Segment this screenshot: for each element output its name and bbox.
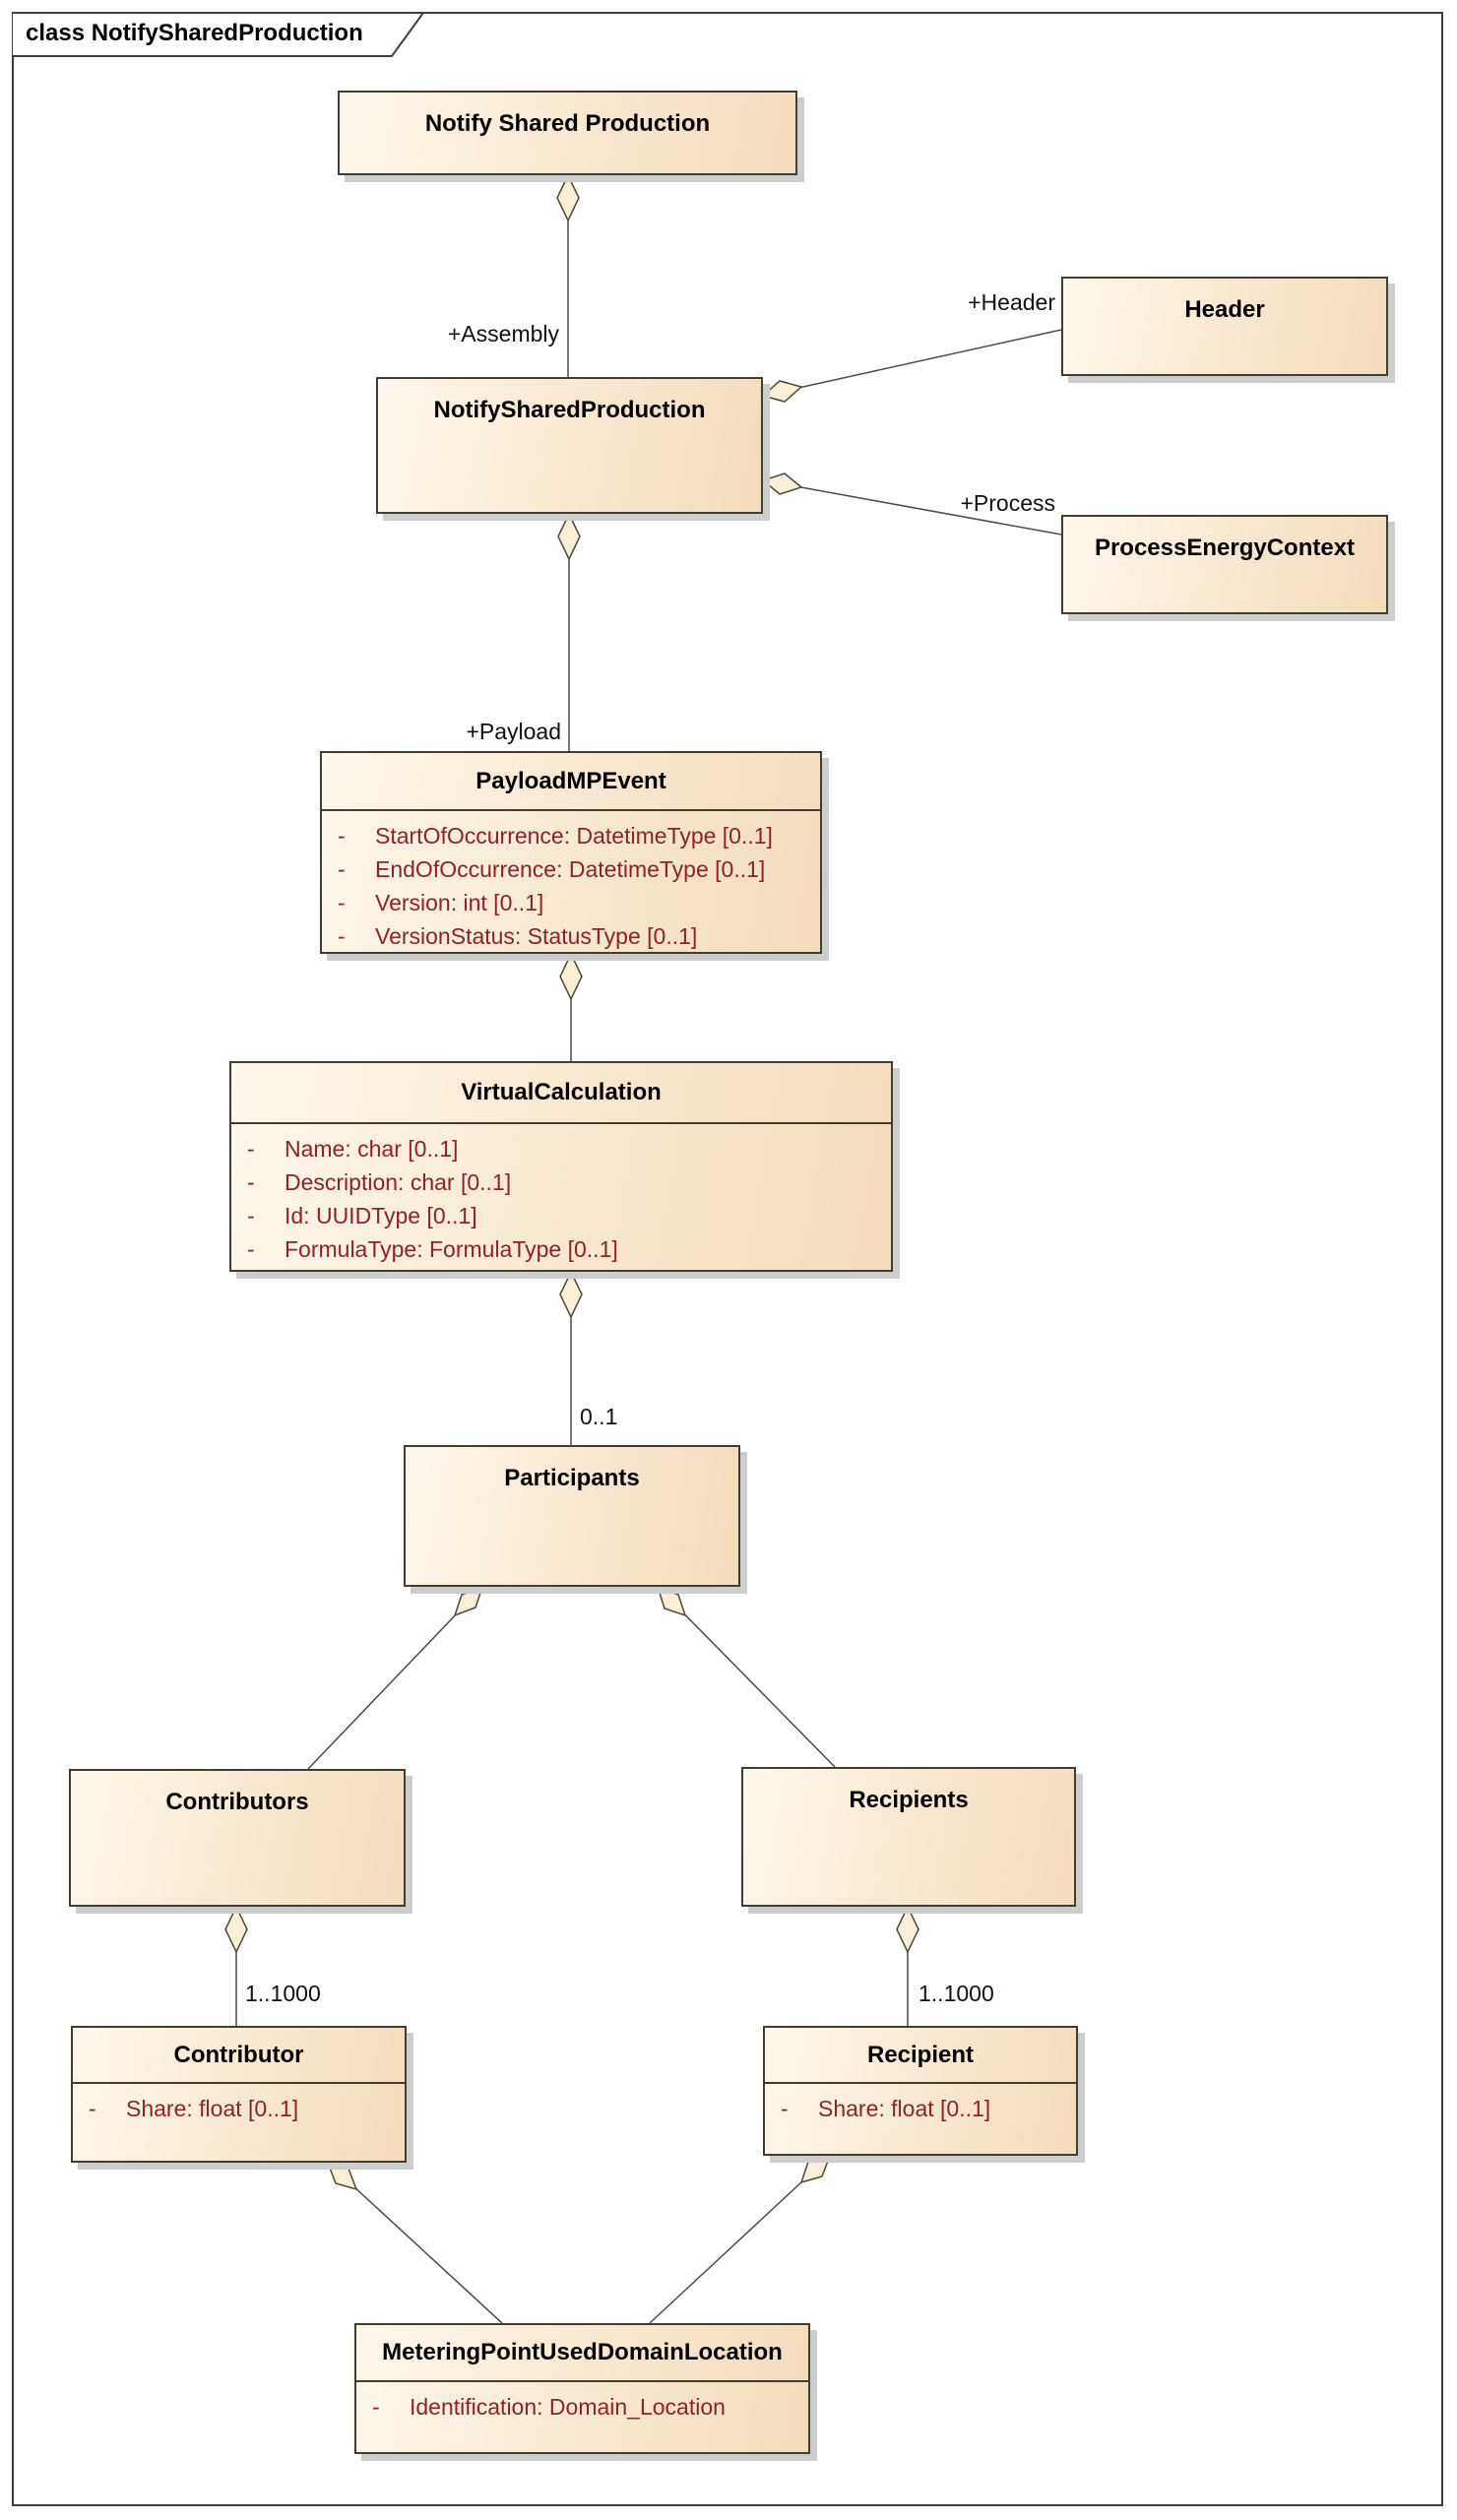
aggregation-line-recipient-location <box>649 2155 831 2324</box>
class-box-process-energy-context: ProcessEnergyContext <box>1061 515 1388 614</box>
attribute-text: Version: int [0..1] <box>375 890 544 915</box>
aggregation-diamond-recipient <box>896 1905 919 1954</box>
aggregation-diamond-recipients <box>656 1585 687 1617</box>
visibility-marker: - <box>247 1136 255 1162</box>
aggregation-diamond-contributor-location <box>326 2161 358 2191</box>
class-name: Recipients <box>849 1787 969 1813</box>
class-box-recipient: Recipient - Share: float [0..1] <box>763 2026 1078 2156</box>
aggregation-diamond-payload <box>557 512 581 561</box>
attribute-text: Share: float [0..1] <box>126 2096 299 2121</box>
aggregation-line-header <box>762 329 1062 397</box>
attribute-text: EndOfOccurrence: DatetimeType [0..1] <box>375 856 766 882</box>
class-box-metering-point-used-domain-location: MeteringPointUsedDomainLocation - Identif… <box>354 2323 810 2454</box>
class-name: PayloadMPEvent <box>322 753 820 811</box>
aggregation-line-recipients <box>657 1586 836 1768</box>
class-name: Recipient <box>765 2028 1076 2084</box>
visibility-marker: - <box>247 1169 255 1195</box>
attribute-text: VersionStatus: StatusType [0..1] <box>375 923 698 949</box>
aggregation-diamond-virtualcalculation <box>559 952 583 1001</box>
aggregation-line-contributors <box>307 1586 483 1770</box>
role-label-assembly: +Assembly <box>447 321 559 346</box>
attribute-text: Name: char [0..1] <box>285 1136 459 1162</box>
class-box-participants: Participants <box>404 1445 740 1587</box>
attribute-text: Description: char [0..1] <box>285 1169 512 1195</box>
frame-tab-shape <box>12 12 425 57</box>
visibility-marker: - <box>247 1203 255 1228</box>
multiplicity-label-contributor: 1..1000 <box>245 1981 321 2006</box>
role-label-header: +Header <box>968 289 1055 315</box>
class-box-header: Header <box>1061 277 1388 376</box>
attributes-compartment: - Identification: Domain_Location <box>356 2382 808 2424</box>
attributes-compartment: - Share: float [0..1] <box>765 2084 1076 2125</box>
class-box-contributors: Contributors <box>69 1769 406 1907</box>
attribute-text: FormulaType: FormulaType [0..1] <box>285 1236 618 1262</box>
class-box-notify-shared-production: NotifySharedProduction <box>376 377 763 514</box>
class-name: Notify Shared Production <box>424 110 711 137</box>
attributes-compartment: - Share: float [0..1] <box>73 2084 405 2125</box>
visibility-marker: - <box>372 2394 380 2420</box>
attributes-compartment: -StartOfOccurrence: DatetimeType [0..1] … <box>322 811 820 953</box>
aggregation-diamond-process <box>761 472 803 495</box>
aggregation-diamond-header <box>761 380 803 403</box>
class-box-contributor: Contributor - Share: float [0..1] <box>71 2026 407 2163</box>
attribute-text: Share: float [0..1] <box>818 2096 991 2121</box>
class-name: Contributors <box>165 1789 309 1815</box>
class-name: Header <box>1184 296 1265 323</box>
aggregation-diamond-recipient-location <box>799 2154 832 2184</box>
class-name: Participants <box>504 1465 640 1491</box>
visibility-marker: - <box>89 2096 96 2121</box>
visibility-marker: - <box>338 923 346 949</box>
role-label-payload: +Payload <box>466 719 561 744</box>
attribute-row: - FormulaType: FormulaType [0..1] <box>231 1232 891 1266</box>
attribute-row: - EndOfOccurrence: DatetimeType [0..1] <box>322 852 820 886</box>
attribute-text: StartOfOccurrence: DatetimeType [0..1] <box>375 823 773 849</box>
attribute-row: - VersionStatus: StatusType [0..1] <box>322 919 820 953</box>
class-name: Contributor <box>73 2028 405 2084</box>
attribute-row: - Id: UUIDType [0..1] <box>231 1199 891 1232</box>
multiplicity-label-recipient: 1..1000 <box>919 1981 994 2006</box>
attribute-text: Identification: Domain_Location <box>410 2394 726 2420</box>
visibility-marker: - <box>338 856 346 882</box>
visibility-marker: - <box>338 823 346 849</box>
attribute-row: - Identification: Domain_Location <box>356 2390 808 2424</box>
class-name: ProcessEnergyContext <box>1094 535 1356 561</box>
class-box-notify-shared-production-title: Notify Shared Production <box>338 91 797 175</box>
class-box-payload-mp-event: PayloadMPEvent - StartOfOccurrence: Datet… <box>320 751 822 954</box>
class-box-virtual-calculation: VirtualCalculation - Name: char [0..1] - D… <box>229 1061 893 1272</box>
class-box-recipients: Recipients <box>741 1767 1076 1907</box>
aggregation-diamond-assembly <box>556 173 580 222</box>
class-name: NotifySharedProduction <box>433 397 706 423</box>
attribute-row: - Name: char [0..1] <box>231 1132 891 1166</box>
attribute-row: - StartOfOccurrence: DatetimeType [0..1] <box>322 819 820 852</box>
role-label-process: +Process <box>960 490 1055 516</box>
attribute-row: - Version: int [0..1] <box>322 886 820 919</box>
class-name: MeteringPointUsedDomainLocation <box>356 2325 808 2382</box>
multiplicity-label-participants: 0..1 <box>580 1404 618 1429</box>
attributes-compartment: - Name: char [0..1] - Description: char [0… <box>231 1124 891 1266</box>
frame-tab-label: class NotifySharedProduction <box>26 20 363 46</box>
visibility-marker: - <box>781 2096 789 2121</box>
visibility-marker: - <box>338 890 346 915</box>
attribute-row: - Description: char [0..1] <box>231 1166 891 1199</box>
aggregation-line-process <box>762 479 1062 536</box>
class-name: VirtualCalculation <box>231 1063 891 1124</box>
aggregation-diamond-contributors <box>453 1585 484 1617</box>
aggregation-diamond-participants <box>559 1270 583 1319</box>
aggregation-diamond-contributor <box>224 1905 248 1954</box>
attribute-row: - Share: float [0..1] <box>73 2092 405 2125</box>
frame-tab <box>12 12 425 57</box>
visibility-marker: - <box>247 1236 255 1262</box>
attribute-row: - Share: float [0..1] <box>765 2092 1076 2125</box>
attribute-text: Id: UUIDType [0..1] <box>285 1203 477 1228</box>
